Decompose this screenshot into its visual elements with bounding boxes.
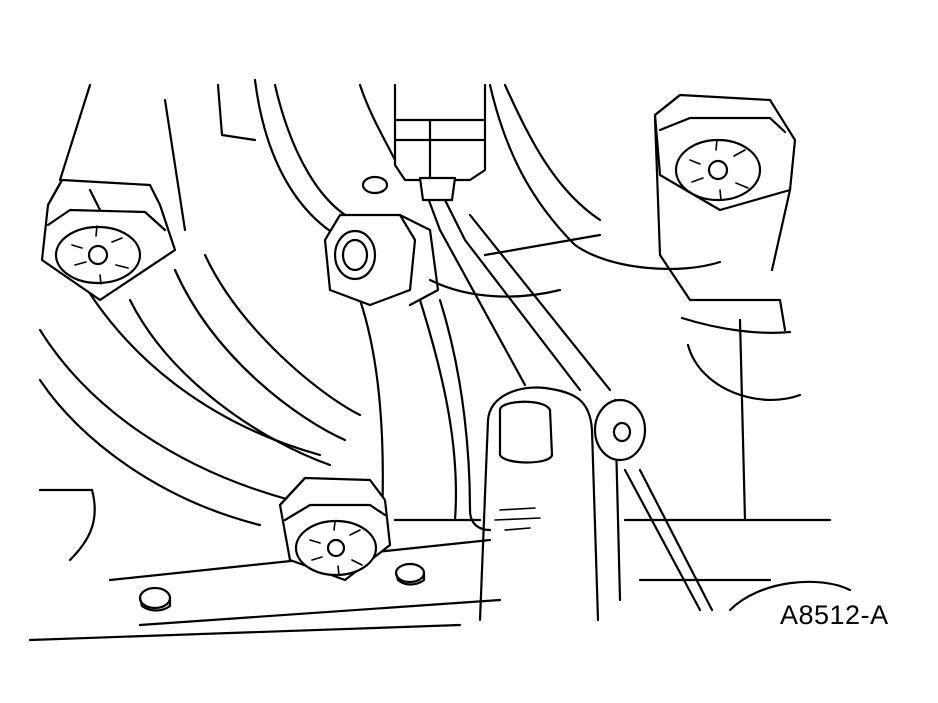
hex-bolt-left (40, 178, 177, 302)
gauge-washer (593, 398, 647, 462)
feeler-gauge-blade (423, 188, 714, 612)
figure-code-label: A8512-A (780, 600, 889, 630)
connecting-rod-cap (358, 233, 602, 532)
hex-bolt-top-right (653, 93, 797, 212)
engine-block-outline (28, 78, 852, 642)
rod-nut (323, 213, 440, 307)
hex-bolt-bottom (278, 476, 392, 582)
dowel-pins (138, 175, 426, 612)
finger (478, 386, 600, 622)
top-nut (393, 83, 487, 202)
